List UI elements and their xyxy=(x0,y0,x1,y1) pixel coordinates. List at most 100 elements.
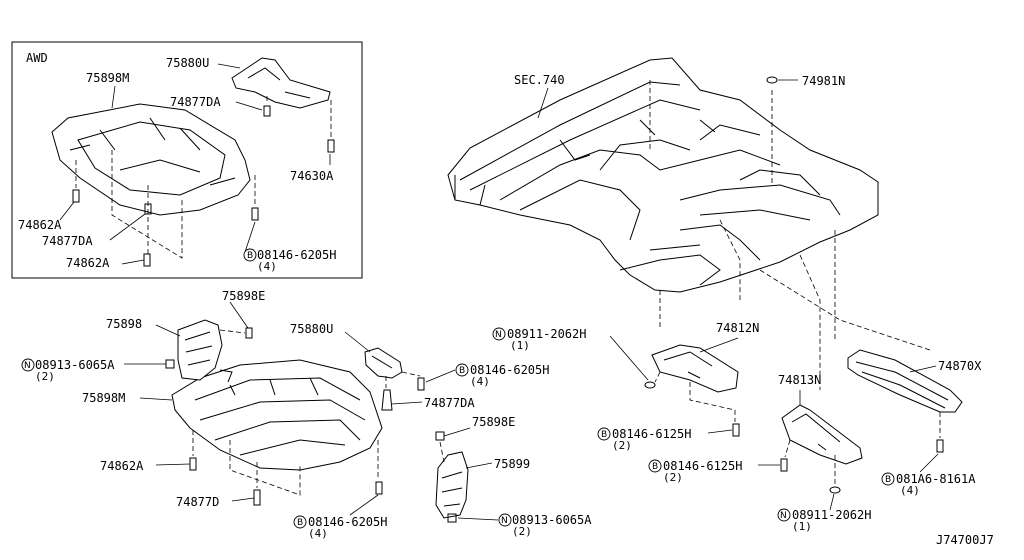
bolt-symbol-6125-1 xyxy=(597,427,611,441)
dash-74812n xyxy=(689,382,736,422)
label-74813n: 74813N xyxy=(778,373,821,387)
awd-inset-title: AWD xyxy=(26,51,48,65)
awd-label-75898m: 75898M xyxy=(86,71,129,85)
plug-symbol-1-letter: N xyxy=(495,330,502,340)
awd-undercover-75898m xyxy=(51,103,251,216)
nut-symbol-1 xyxy=(21,358,35,372)
label-74812n: 74812N xyxy=(716,321,759,335)
bolt-08146-6125h-2 xyxy=(780,458,788,472)
bolt-08146-6205h-2 xyxy=(417,377,425,391)
label-08911-2062h-2-qty: (1) xyxy=(792,520,812,533)
leader-74877da xyxy=(391,401,423,405)
bolt-symbol-2wd-1-letter: B xyxy=(297,518,303,528)
label-sec-740: SEC.740 xyxy=(514,73,565,87)
awd-leader-74877da-2 xyxy=(109,213,146,241)
bracket-75899 xyxy=(435,451,469,519)
bolt-symbol-8161-letter: B xyxy=(885,475,891,485)
label-08913-6065a-2-qty: (2) xyxy=(512,525,532,538)
bolt-08146-6125h-1 xyxy=(732,423,740,437)
awd-label-74862a-2: 74862A xyxy=(66,256,110,270)
label-75899: 75899 xyxy=(494,457,530,471)
label-08146-6125h-1-qty: (2) xyxy=(612,439,632,452)
nut-symbol-2-letter: N xyxy=(501,516,508,526)
plug-08911-2062h-2 xyxy=(829,486,841,494)
label-08146-6125h-1: 08146-6125H xyxy=(612,427,691,441)
label-08146-6125h-2: 08146-6125H xyxy=(663,459,742,473)
awd-leader-74862a-2 xyxy=(121,259,145,265)
floor-dash-5 xyxy=(759,269,931,351)
awd-bolt-symbol-letter: B xyxy=(247,251,253,261)
label-08911-2062h-1-qty: (1) xyxy=(510,339,530,352)
undercover-75898m xyxy=(171,359,383,471)
leader-74870x xyxy=(909,365,937,373)
plug-74981n xyxy=(766,76,778,84)
awd-leader-75880u xyxy=(217,63,241,69)
label-08911-2062h-2: 08911-2062H xyxy=(792,508,871,522)
leader-75899 xyxy=(465,462,493,469)
bracket-75898 xyxy=(177,319,223,381)
label-75898e-2: 75898E xyxy=(472,415,515,429)
label-74862a: 74862A xyxy=(100,459,144,473)
dash-74812n-2 xyxy=(654,371,661,383)
bolt-08146-6205h-1 xyxy=(375,481,383,495)
cover-74813n xyxy=(781,404,863,465)
label-08146-6205h-1: 08146-6205H xyxy=(308,515,387,529)
bolt-74862a xyxy=(189,457,197,471)
leader-74812n xyxy=(699,337,739,353)
bolt-081a6-8161a xyxy=(936,439,944,453)
label-75898m: 75898M xyxy=(82,391,125,405)
label-75898e-1: 75898E xyxy=(222,289,265,303)
bolt-symbol-2wd-1 xyxy=(293,515,307,529)
awd-label-75880u: 75880U xyxy=(166,56,209,70)
awd-label-74862a-1: 74862A xyxy=(18,218,62,232)
nut-symbol-1-letter: N xyxy=(24,361,31,371)
label-08913-6065a-2: 08913-6065A xyxy=(512,513,592,527)
bracket-75880u xyxy=(364,347,403,379)
leader-75880u xyxy=(344,331,371,353)
leader-75898e-1 xyxy=(229,301,249,329)
leader-75898 xyxy=(155,324,181,337)
leader-75898m xyxy=(139,397,173,401)
awd-label-74630a: 74630A xyxy=(290,169,334,183)
floor-dash-4 xyxy=(719,219,741,300)
dash-center-2 xyxy=(401,371,421,377)
leader-08146-6205h-1 xyxy=(349,494,379,516)
bolt-symbol-8161 xyxy=(881,472,895,486)
clip-74877d xyxy=(253,489,261,506)
label-75898: 75898 xyxy=(106,317,142,331)
sec740-leader xyxy=(537,87,549,119)
awd-inset-frame xyxy=(11,41,363,279)
awd-label-08146-6205h: 08146-6205H xyxy=(257,248,336,262)
leader-08911-2062h-2 xyxy=(829,493,835,511)
bolt-symbol-center-letter: B xyxy=(459,366,465,376)
dash-74813n-1 xyxy=(784,439,791,458)
label-75880u: 75880U xyxy=(290,322,333,336)
label-74877da: 74877DA xyxy=(424,396,475,410)
bolt-symbol-6125-2-letter: B xyxy=(652,462,658,472)
label-081a6-8161a-qty: (4) xyxy=(900,484,920,497)
awd-bracket-75880u xyxy=(231,57,331,109)
nut-symbol-2 xyxy=(498,513,512,527)
leader-08146-6125h-1 xyxy=(707,429,733,434)
awd-label-08146-6205h-qty: (4) xyxy=(257,260,277,273)
label-081a6-8161a: 081A6-8161A xyxy=(896,472,976,486)
leader-08146-6205h-2 xyxy=(425,369,456,383)
clip-75898e-1 xyxy=(245,327,253,339)
label-08146-6205h-2-qty: (4) xyxy=(470,375,490,388)
label-08146-6205h-1-qty: (4) xyxy=(308,527,328,540)
floor-pan-sec740 xyxy=(447,57,879,293)
awd-dash-1 xyxy=(111,150,183,259)
bolt-symbol-6125-2 xyxy=(648,459,662,473)
dash-2wd-5 xyxy=(219,329,246,334)
leader-08911-2062h-1 xyxy=(609,335,649,381)
clip-74877da xyxy=(381,389,393,411)
leader-74862a xyxy=(155,463,191,466)
label-08146-6125h-2-qty: (2) xyxy=(663,471,683,484)
label-08146-6205h-2: 08146-6205H xyxy=(470,363,549,377)
awd-leader-74862a-1 xyxy=(59,201,75,221)
dash-75899 xyxy=(439,441,445,463)
plug-symbol-1 xyxy=(492,327,506,341)
plug-08911-2062h-1 xyxy=(644,381,656,389)
